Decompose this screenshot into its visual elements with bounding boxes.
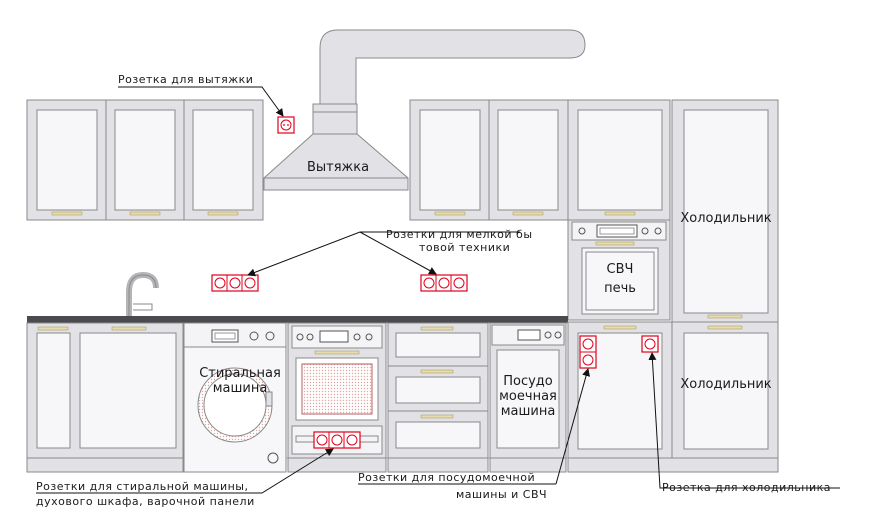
upper-cabinets-left bbox=[26, 99, 264, 221]
fridge-label-bottom: Холодильник bbox=[680, 377, 771, 392]
washer-label-2: машина bbox=[213, 381, 268, 396]
lower-cabinets-left bbox=[26, 322, 184, 473]
dishwasher-microwave-socket bbox=[579, 335, 597, 369]
small-appliance-socket-right bbox=[420, 274, 468, 292]
oven bbox=[287, 322, 387, 473]
hood-label: Вытяжка bbox=[307, 160, 369, 175]
dishwasher-label-3: машина bbox=[501, 404, 556, 419]
upper-cabinets-right bbox=[409, 99, 671, 221]
leader-lines bbox=[36, 86, 840, 494]
dishwasher-label-1: Посудо bbox=[503, 374, 553, 389]
hood-socket bbox=[277, 116, 295, 134]
drawer-unit bbox=[387, 322, 489, 473]
dishwasher-microwave-socket-label-1: Розетки для посудомоечной bbox=[358, 471, 535, 484]
small-appliances-label-2: товой техники bbox=[419, 241, 510, 254]
washer-oven-socket bbox=[313, 431, 361, 449]
faucet bbox=[126, 271, 159, 316]
microwave-label-2: печь bbox=[604, 281, 636, 296]
fridge-label-top: Холодильник bbox=[680, 211, 771, 226]
washer-oven-socket-label-1: Розетки для стиральной машины, bbox=[36, 480, 248, 493]
washer-label-1: Стиральная bbox=[199, 366, 281, 381]
fridge-socket bbox=[641, 335, 659, 353]
small-appliances-label-1: Розетки для мелкой бы bbox=[386, 228, 533, 241]
appliance-column: СВЧ печь bbox=[567, 219, 671, 321]
washer-oven-socket-label-2: духового шкафа, варочной панели bbox=[36, 495, 255, 508]
dishwasher-microwave-socket-label-2: машины и СВЧ bbox=[456, 488, 547, 501]
hood-socket-label: Розетка для вытяжки bbox=[118, 73, 253, 86]
countertop bbox=[27, 316, 568, 323]
range-hood: Вытяжка bbox=[263, 29, 586, 191]
fridge-socket-label: Розетка для холодильника bbox=[662, 481, 831, 494]
refrigerator: Холодильник Холодильник bbox=[671, 99, 779, 459]
small-appliance-socket-left bbox=[211, 274, 259, 292]
washing-machine: Стиральная машина bbox=[183, 322, 287, 473]
dishwasher-label-2: моечная bbox=[499, 389, 557, 404]
dishwasher: Посудо моечная машина bbox=[489, 322, 567, 473]
microwave-label-1: СВЧ bbox=[607, 262, 634, 277]
